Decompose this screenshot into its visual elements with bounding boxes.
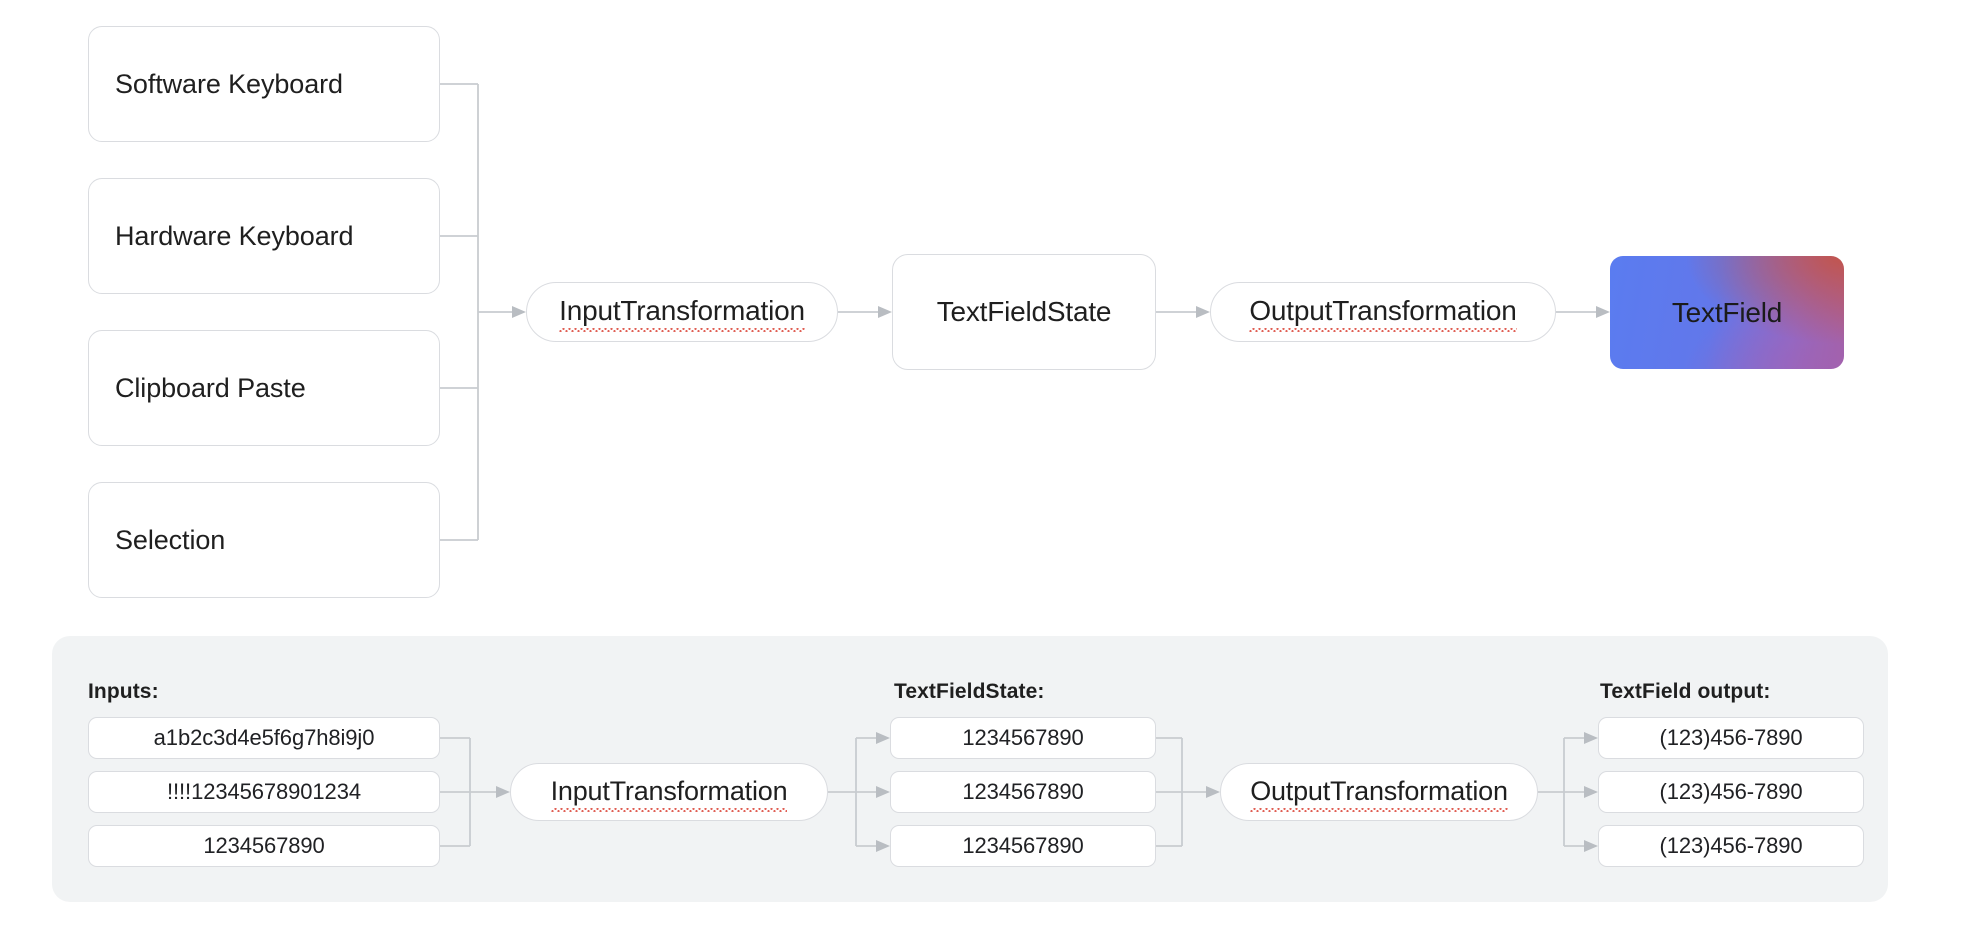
arrowhead-input-transformation bbox=[512, 306, 526, 318]
example-state-box[interactable]: 1234567890 bbox=[890, 771, 1156, 813]
example-input-box[interactable]: !!!!12345678901234 bbox=[88, 771, 440, 813]
node-textfield-state[interactable]: TextFieldState bbox=[892, 254, 1156, 370]
node-label: OutputTransformation bbox=[1249, 295, 1517, 332]
example-node-label: OutputTransformation bbox=[1250, 776, 1508, 812]
arrowhead-state bbox=[878, 306, 892, 318]
source-label: Software Keyboard bbox=[115, 68, 343, 99]
example-input-box[interactable]: a1b2c3d4e5f6g7h8i9j0 bbox=[88, 717, 440, 759]
example-state-box[interactable]: 1234567890 bbox=[890, 825, 1156, 867]
example-state-value: 1234567890 bbox=[962, 725, 1084, 750]
node-input-transformation[interactable]: InputTransformation bbox=[526, 282, 838, 342]
example-header-inputs: Inputs: bbox=[88, 680, 159, 703]
source-label: Clipboard Paste bbox=[115, 372, 306, 403]
example-input-value: a1b2c3d4e5f6g7h8i9j0 bbox=[153, 725, 375, 750]
source-label: Selection bbox=[115, 524, 226, 555]
example-state-value: 1234567890 bbox=[962, 779, 1084, 804]
source-box-hardware-keyboard[interactable]: Hardware Keyboard bbox=[88, 178, 440, 294]
node-output-transformation[interactable]: OutputTransformation bbox=[1210, 282, 1556, 342]
example-output-box[interactable]: (123)456-7890 bbox=[1598, 717, 1864, 759]
example-input-value: !!!!12345678901234 bbox=[167, 779, 361, 804]
example-output-value: (123)456-7890 bbox=[1659, 725, 1803, 750]
example-node-input-transformation[interactable]: InputTransformation bbox=[510, 763, 828, 821]
example-header-textfieldstate: TextFieldState: bbox=[894, 680, 1045, 703]
example-header-textfield-output: TextField output: bbox=[1600, 680, 1771, 703]
example-node-output-transformation[interactable]: OutputTransformation bbox=[1220, 763, 1538, 821]
source-box-software-keyboard[interactable]: Software Keyboard bbox=[88, 26, 440, 142]
node-textfield[interactable]: TextField bbox=[1610, 256, 1844, 369]
node-label: InputTransformation bbox=[559, 295, 805, 332]
example-state-box[interactable]: 1234567890 bbox=[890, 717, 1156, 759]
source-box-selection[interactable]: Selection bbox=[88, 482, 440, 598]
example-input-box[interactable]: 1234567890 bbox=[88, 825, 440, 867]
source-box-clipboard-paste[interactable]: Clipboard Paste bbox=[88, 330, 440, 446]
node-label: TextFieldState bbox=[936, 296, 1112, 327]
example-output-value: (123)456-7890 bbox=[1659, 779, 1803, 804]
example-node-label: InputTransformation bbox=[550, 776, 788, 812]
example-output-box[interactable]: (123)456-7890 bbox=[1598, 771, 1864, 813]
node-label: TextField bbox=[1671, 296, 1783, 328]
example-output-box[interactable]: (123)456-7890 bbox=[1598, 825, 1864, 867]
example-state-value: 1234567890 bbox=[962, 833, 1084, 858]
example-output-value: (123)456-7890 bbox=[1659, 833, 1803, 858]
arrowhead-textfield bbox=[1596, 306, 1610, 318]
arrowhead-output-transformation bbox=[1196, 306, 1210, 318]
example-input-value: 1234567890 bbox=[203, 833, 325, 858]
source-label: Hardware Keyboard bbox=[115, 220, 354, 251]
